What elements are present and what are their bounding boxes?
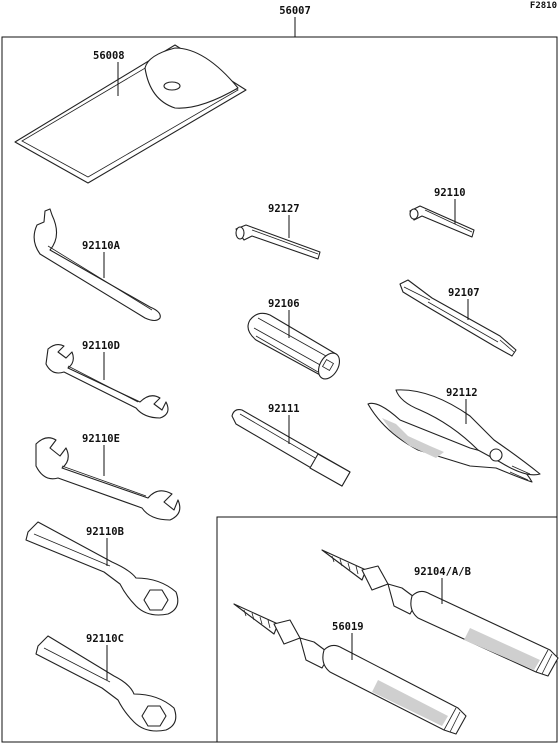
screwdriver-handle: 92106 [247,298,341,380]
label-92106: 92106 [268,298,300,310]
label-92110: 92110 [434,187,466,199]
hex-key-large: 92127 [235,203,321,260]
tool-bag-flap [144,47,239,109]
grease-tube-a-cap [361,565,389,591]
label-92111: 92111 [268,403,300,415]
screwdriver-handle-socket [317,352,341,380]
box-wrench-b: 92110B [25,521,179,616]
tool-bag-seam [21,50,239,178]
main-kit-callout: 56007 [279,5,311,37]
label-92110B: 92110B [86,526,124,538]
pliers-lower-handle [367,402,533,483]
pliers: 92112 [367,387,541,483]
label-92110D: 92110D [82,340,120,352]
hook-wrench: 92110A [33,208,161,322]
screwdriver-bit: 92107 [399,279,517,357]
hook-wrench-body [33,208,161,322]
grease-tube-a-nozzle [321,549,367,581]
box-wrench-b-hex-ring [143,589,169,611]
label-92110A: 92110A [82,240,121,252]
grease-tube-a: 92104/A/B [321,549,559,677]
grease-tube-b-cap [273,619,301,645]
label-92112: 92112 [446,387,478,399]
tool-bag-snap [163,81,181,91]
label-92110C: 92110C [86,633,124,645]
open-end-wrench-e-body [35,437,181,521]
label-56008: 56008 [93,50,125,62]
extension-bar: 92111 [231,403,351,487]
open-end-wrench-d-body [45,343,169,419]
grease-subgroup-frame [216,517,558,743]
screwdriver-bit-body [399,279,517,357]
figure-code: F2810 [530,1,557,11]
grease-tube-b-nozzle [233,603,279,635]
box-wrench-c: 92110C [35,633,177,732]
open-end-wrench-d: 92110D [45,340,169,419]
open-end-wrench-e: 92110E [35,433,181,521]
box-wrench-c-hex-ring [141,705,167,727]
box-wrench-b-body [25,521,179,616]
label-56007: 56007 [279,5,311,17]
label-92110E: 92110E [82,433,120,445]
label-92107: 92107 [448,287,480,299]
hex-key-small: 92110 [409,187,475,238]
pliers-upper-handle [395,389,541,476]
grease-tube-b: 56019 [233,603,467,735]
extension-bar-sleeve [309,453,351,487]
hex-key-large-body [235,224,321,260]
tool-bag: 56008 [14,44,247,184]
label-92127: 92127 [268,203,300,215]
label-92104-A-B: 92104/A/B [414,566,471,578]
box-wrench-c-body [35,635,177,732]
hex-key-small-body [409,205,475,238]
label-56019: 56019 [332,621,364,633]
pliers-pivot [489,448,503,462]
